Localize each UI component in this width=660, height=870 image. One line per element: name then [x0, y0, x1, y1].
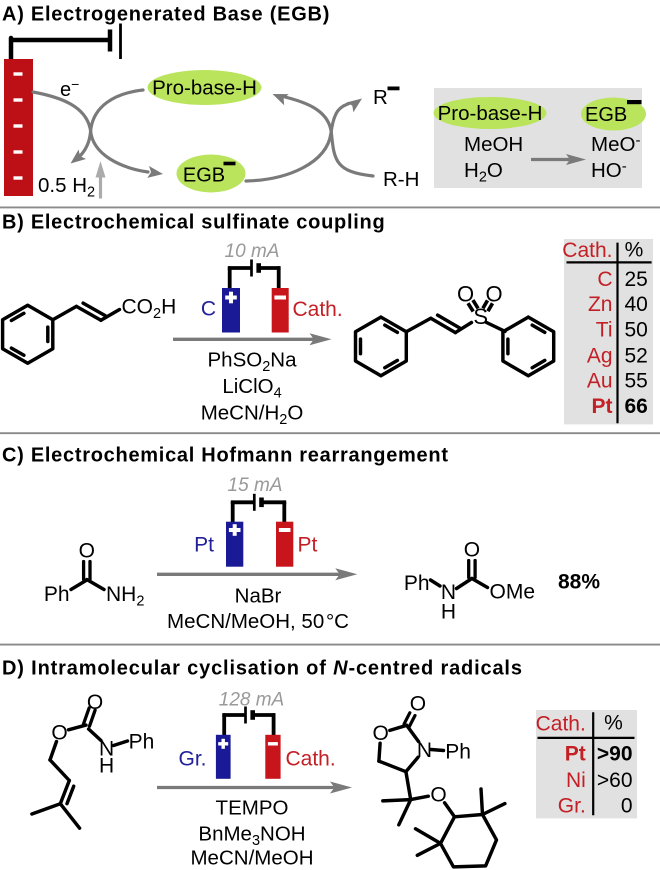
svg-text:H: H: [99, 755, 114, 778]
svg-text:OMe: OMe: [490, 581, 536, 604]
svg-text:EGB: EGB: [183, 165, 225, 187]
svg-text:NaBr: NaBr: [235, 585, 282, 608]
svg-text:128 mA: 128 mA: [219, 690, 284, 711]
svg-text:O: O: [87, 691, 103, 714]
svg-text:Ni: Ni: [566, 769, 586, 792]
svg-text:O: O: [79, 540, 95, 563]
svg-text:N: N: [441, 581, 456, 604]
svg-text:Pt: Pt: [194, 534, 214, 557]
svg-text:O: O: [430, 783, 446, 806]
svg-text:A) Electrogenerated Base (EGB): A) Electrogenerated Base (EGB): [2, 4, 330, 26]
svg-text:MeCN/H2​O: MeCN/H2​O: [201, 402, 304, 429]
svg-text:O: O: [373, 722, 389, 745]
svg-text:50: 50: [625, 318, 648, 341]
svg-text:EGB: EGB: [585, 104, 627, 126]
svg-text:10 mA: 10 mA: [225, 241, 280, 262]
svg-text:Cath.: Cath.: [536, 713, 586, 736]
svg-text:Gr.: Gr.: [558, 795, 586, 818]
svg-text:D) Intramolecular cyclisation: D) Intramolecular cyclisation of N-centr…: [2, 658, 523, 680]
svg-text:Pt: Pt: [592, 395, 613, 418]
svg-text:0.5 H2: 0.5 H2: [38, 174, 95, 201]
svg-text:MeCN/MeOH: MeCN/MeOH: [190, 847, 313, 870]
svg-text:Au: Au: [587, 370, 613, 393]
svg-text:Pro-base-H: Pro-base-H: [152, 77, 257, 100]
svg-text:TEMPO: TEMPO: [216, 797, 289, 820]
svg-text:Ph: Ph: [404, 572, 430, 595]
svg-text:R-H: R-H: [383, 168, 419, 191]
svg-text:52: 52: [625, 344, 648, 367]
svg-text:40: 40: [625, 293, 648, 316]
svg-text:>90: >90: [597, 743, 633, 766]
svg-text:25: 25: [625, 268, 648, 291]
svg-text:Ag: Ag: [587, 344, 613, 367]
svg-text:>60: >60: [597, 769, 633, 792]
svg-text:N: N: [417, 739, 432, 762]
svg-text:15 mA: 15 mA: [228, 475, 283, 496]
svg-text:O: O: [410, 693, 426, 716]
svg-text:C: C: [597, 268, 612, 291]
svg-text:Ph: Ph: [129, 731, 155, 754]
svg-text:H: H: [441, 601, 456, 624]
svg-text:%: %: [625, 238, 644, 261]
svg-text:MeO-: MeO-: [591, 132, 640, 156]
svg-text:Cath.: Cath.: [286, 748, 336, 771]
svg-text:B) Electrochemical sulfinate c: B) Electrochemical sulfinate coupling: [2, 212, 385, 234]
svg-text:N: N: [99, 738, 114, 761]
svg-text:0: 0: [621, 795, 633, 818]
svg-text:Ti: Ti: [596, 318, 613, 341]
svg-text:C: C: [201, 298, 216, 321]
svg-text:Pt: Pt: [298, 534, 318, 557]
svg-text:55: 55: [625, 370, 648, 393]
svg-text:LiClO4: LiClO4: [222, 375, 281, 402]
svg-text:O: O: [51, 722, 67, 745]
svg-text:S: S: [473, 304, 488, 329]
svg-text:Pt: Pt: [565, 743, 586, 766]
svg-text:R: R: [373, 86, 388, 109]
svg-text:66: 66: [625, 395, 648, 418]
svg-text:PhSO2​Na: PhSO2​Na: [208, 349, 298, 376]
svg-text:Gr.: Gr.: [178, 748, 206, 771]
svg-text:%: %: [604, 712, 623, 735]
svg-text:C) Electrochemical Hofmann rea: C) Electrochemical Hofmann rearrangement: [2, 445, 449, 467]
svg-text:Cath.: Cath.: [562, 239, 612, 262]
svg-text:Cath.: Cath.: [293, 298, 343, 321]
svg-text:HO-: HO-: [591, 158, 627, 182]
svg-text:Zn: Zn: [588, 293, 613, 316]
svg-text:Pro-base-H: Pro-base-H: [438, 102, 543, 125]
svg-text:O: O: [464, 539, 480, 562]
svg-text:O: O: [457, 282, 474, 307]
svg-text:MeCN/MeOH, 50 °C: MeCN/MeOH, 50 °C: [167, 610, 349, 633]
svg-text:Ph: Ph: [445, 741, 471, 764]
svg-text:Ph: Ph: [44, 583, 70, 606]
svg-text:O: O: [485, 282, 502, 307]
svg-text:CO2​H: CO2​H: [122, 296, 177, 323]
svg-text:88%: 88%: [558, 571, 600, 594]
svg-text:MeOH: MeOH: [464, 133, 523, 156]
